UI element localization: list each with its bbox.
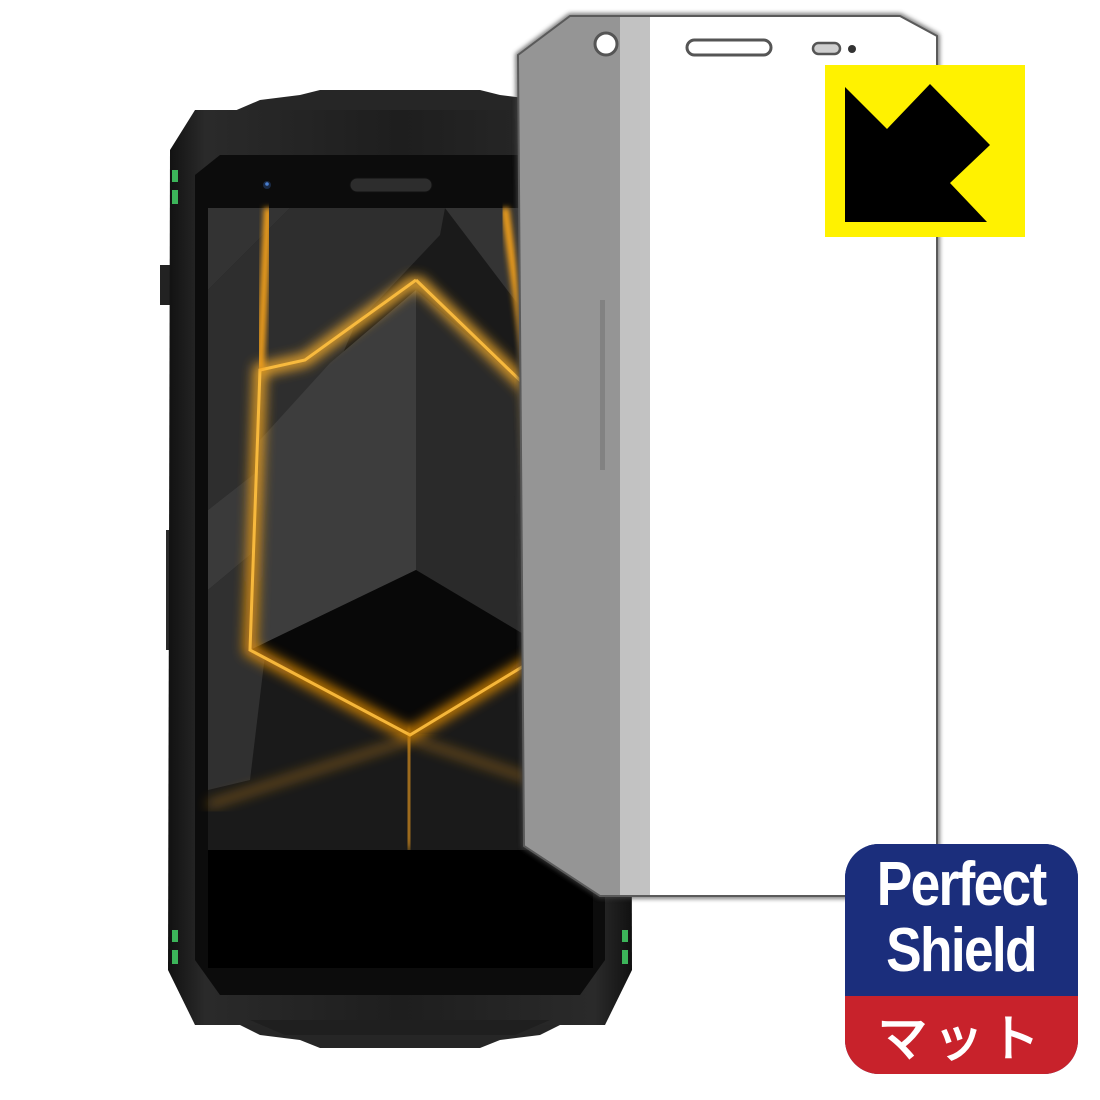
- badge-line-2: Shield: [886, 916, 1038, 985]
- badge-top: Perfect Shield: [845, 844, 1078, 996]
- camera-cutout: [593, 31, 619, 57]
- badge-bottom: マット: [845, 996, 1078, 1074]
- badge-line-3: マット: [877, 1010, 1046, 1068]
- perfect-shield-badge: Perfect Shield マット: [845, 844, 1078, 1074]
- badge-line-1: Perfect: [877, 850, 1047, 919]
- arrow-down-left-icon: [845, 84, 990, 222]
- indicator-tile: [825, 65, 1025, 237]
